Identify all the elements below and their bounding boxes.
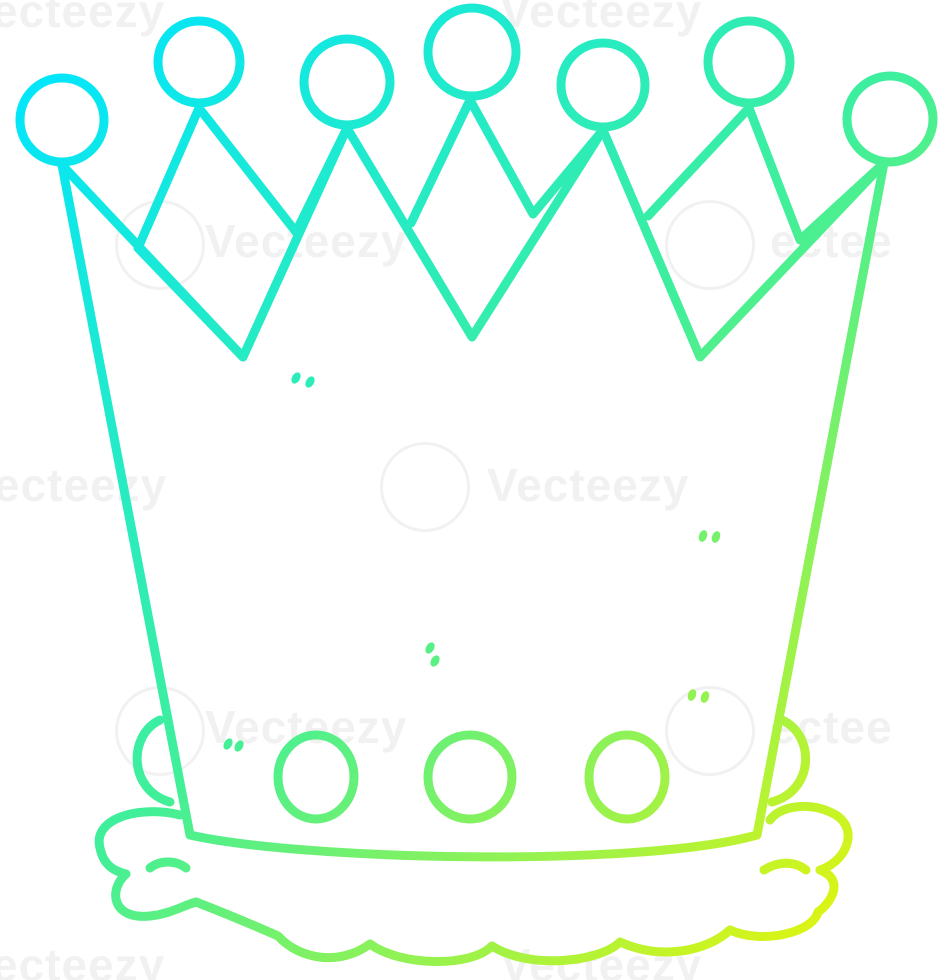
tip-jewel: [842, 71, 938, 167]
base-jewel: [273, 730, 359, 824]
crown-bottom-band: [185, 830, 762, 862]
tip-jewel: [299, 34, 395, 130]
crown-right-side: [752, 158, 889, 840]
crown-back-points: [133, 95, 889, 362]
tip-jewel: [153, 16, 245, 108]
cushion-fold: [145, 857, 191, 873]
tip-jewels: [15, 3, 938, 167]
base-jewel: [423, 730, 517, 824]
side-lump-left: [132, 715, 175, 807]
tip-jewel: [703, 16, 795, 108]
tip-jewel: [15, 73, 109, 167]
sparkle-dots: [223, 372, 721, 752]
cushion-fold: [759, 858, 811, 875]
base-jewel: [584, 730, 670, 824]
tip-jewel: [423, 3, 521, 101]
side-lump-right: [767, 715, 810, 807]
tip-jewel: [556, 38, 650, 132]
crown-front-points: [57, 123, 889, 362]
crown-left-side: [57, 160, 195, 840]
cushion-base: [94, 802, 853, 966]
